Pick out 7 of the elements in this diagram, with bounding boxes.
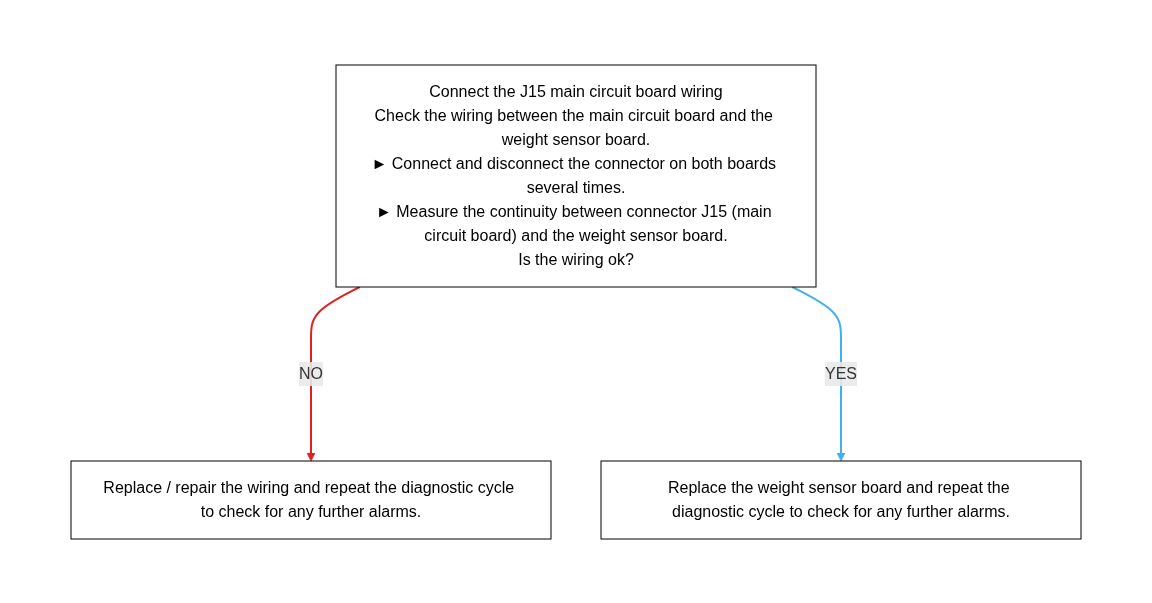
edge-label: YES <box>824 364 858 382</box>
arrow <box>306 285 361 461</box>
node-box: Connect the J15 main circuit board wiring Check the wiring between the main circuit board and the weight sensor board. ► Connect and disconnect the connector on both boards several times. ► Measure the continuity between connector J15 (main circuit board) and the weight sensor board. Is the wiring ok? <box>335 64 817 287</box>
node-box: Replace / repair the wiring and repeat the diagnostic cycle to check for any further alarms. <box>70 460 552 539</box>
edge-label: NO <box>299 364 323 382</box>
node-box: Replace the weight sensor board and repeat the diagnostic cycle to check for any further alarms. <box>600 460 1082 539</box>
arrow <box>791 285 846 461</box>
